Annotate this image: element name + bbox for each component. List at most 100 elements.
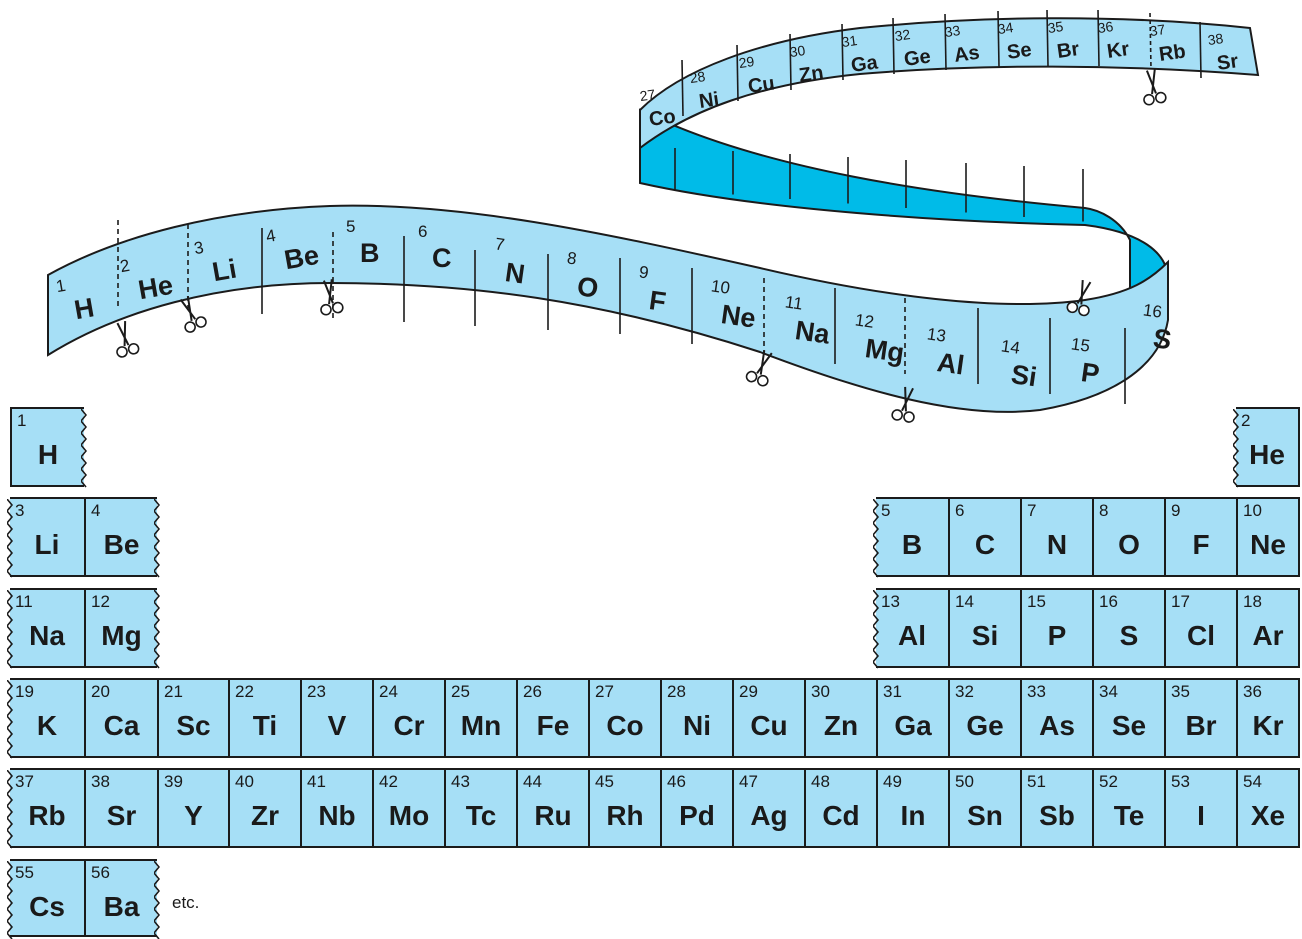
element-cell-kr: 36Kr bbox=[1236, 678, 1300, 758]
ribbon-atomic-number: 38 bbox=[1207, 30, 1225, 48]
element-symbol: Y bbox=[159, 800, 228, 832]
atomic-number: 53 bbox=[1171, 772, 1190, 792]
ribbon-element-symbol: B bbox=[360, 238, 380, 268]
atomic-number: 31 bbox=[883, 682, 902, 702]
element-cell-s: 16S bbox=[1092, 588, 1164, 668]
ribbon-element-symbol: Zn bbox=[798, 62, 825, 87]
ribbon-cell-divider bbox=[737, 45, 738, 101]
element-symbol: Na bbox=[10, 620, 84, 652]
ribbon-atomic-number: 5 bbox=[346, 217, 355, 236]
element-symbol: Ga bbox=[878, 710, 948, 742]
element-symbol: Li bbox=[10, 529, 84, 561]
element-symbol: Kr bbox=[1238, 710, 1298, 742]
element-symbol: Zn bbox=[806, 710, 876, 742]
element-symbol: Mg bbox=[86, 620, 157, 652]
atomic-number: 42 bbox=[379, 772, 398, 792]
element-symbol: Ca bbox=[86, 710, 157, 742]
ribbon-element-symbol: S bbox=[1151, 323, 1173, 355]
element-cell-li: 3Li bbox=[10, 497, 84, 577]
ribbon-element-symbol: Br bbox=[1056, 38, 1081, 63]
atomic-number: 33 bbox=[1027, 682, 1046, 702]
element-symbol: Fe bbox=[518, 710, 588, 742]
ribbon-element-symbol: O bbox=[575, 271, 600, 304]
element-cell-ge: 32Ge bbox=[948, 678, 1020, 758]
ribbon-element-symbol: Ne bbox=[719, 299, 757, 334]
element-symbol: Mn bbox=[446, 710, 516, 742]
element-cell-sr: 38Sr bbox=[84, 768, 157, 848]
element-cell-cl: 17Cl bbox=[1164, 588, 1236, 668]
ribbon-atomic-number: 35 bbox=[1047, 18, 1065, 36]
element-symbol: Co bbox=[590, 710, 660, 742]
atomic-number: 50 bbox=[955, 772, 974, 792]
element-symbol: H bbox=[12, 439, 84, 471]
atomic-number: 38 bbox=[91, 772, 110, 792]
atomic-number: 39 bbox=[164, 772, 183, 792]
element-symbol: As bbox=[1022, 710, 1092, 742]
ribbon-element-symbol: As bbox=[953, 42, 981, 67]
ribbon-element-symbol: Rb bbox=[1158, 40, 1187, 65]
atomic-number: 24 bbox=[379, 682, 398, 702]
atomic-number: 35 bbox=[1171, 682, 1190, 702]
element-symbol: Te bbox=[1094, 800, 1164, 832]
ribbon-element-symbol: C bbox=[432, 243, 452, 273]
ribbon-atomic-number: 28 bbox=[689, 68, 707, 86]
atomic-number: 1 bbox=[17, 411, 26, 431]
element-symbol: C bbox=[950, 529, 1020, 561]
ribbon-atomic-number: 16 bbox=[1142, 300, 1163, 321]
element-symbol: Pd bbox=[662, 800, 732, 832]
atomic-number: 41 bbox=[307, 772, 326, 792]
element-symbol: Rb bbox=[10, 800, 84, 832]
element-symbol: Ar bbox=[1238, 620, 1298, 652]
element-symbol: Cd bbox=[806, 800, 876, 832]
atomic-number: 10 bbox=[1243, 501, 1262, 521]
element-symbol: Cs bbox=[10, 891, 84, 923]
element-symbol: B bbox=[876, 529, 948, 561]
element-symbol: S bbox=[1094, 620, 1164, 652]
element-symbol: Sr bbox=[86, 800, 157, 832]
atomic-number: 28 bbox=[667, 682, 686, 702]
atomic-number: 36 bbox=[1243, 682, 1262, 702]
element-symbol: Cl bbox=[1166, 620, 1236, 652]
atomic-number: 55 bbox=[15, 863, 34, 883]
element-symbol: Sc bbox=[159, 710, 228, 742]
atomic-number: 9 bbox=[1171, 501, 1180, 521]
element-cell-sc: 21Sc bbox=[157, 678, 228, 758]
ribbon-cell-divider bbox=[998, 11, 999, 67]
ribbon-cell-divider bbox=[790, 34, 791, 90]
scissors-icon bbox=[1139, 68, 1167, 105]
element-symbol: Ge bbox=[950, 710, 1020, 742]
element-cell-mn: 25Mn bbox=[444, 678, 516, 758]
element-symbol: P bbox=[1022, 620, 1092, 652]
element-symbol: Al bbox=[876, 620, 948, 652]
ribbon-element-symbol: N bbox=[503, 257, 526, 289]
ribbon-atomic-number: 32 bbox=[894, 26, 912, 44]
atomic-number: 46 bbox=[667, 772, 686, 792]
atomic-number: 49 bbox=[883, 772, 902, 792]
ribbon-element-symbol: Li bbox=[210, 254, 239, 288]
ribbon-cell-divider bbox=[1047, 10, 1048, 66]
ribbon-element-symbol: Sr bbox=[1216, 50, 1240, 75]
ribbon-atomic-number: 29 bbox=[738, 53, 756, 71]
atomic-number: 30 bbox=[811, 682, 830, 702]
ribbon-atomic-number: 13 bbox=[926, 324, 947, 345]
element-symbol: Ru bbox=[518, 800, 588, 832]
atomic-number: 25 bbox=[451, 682, 470, 702]
etc-label: etc. bbox=[172, 893, 199, 913]
element-symbol: Cr bbox=[374, 710, 444, 742]
element-ribbon: 27Co28Ni29Cu30Zn31Ga32Ge33As34Se35Br36Kr… bbox=[0, 0, 1302, 440]
element-symbol: Se bbox=[1094, 710, 1164, 742]
ribbon-atomic-number: 14 bbox=[1000, 336, 1021, 357]
element-symbol: Ni bbox=[662, 710, 732, 742]
